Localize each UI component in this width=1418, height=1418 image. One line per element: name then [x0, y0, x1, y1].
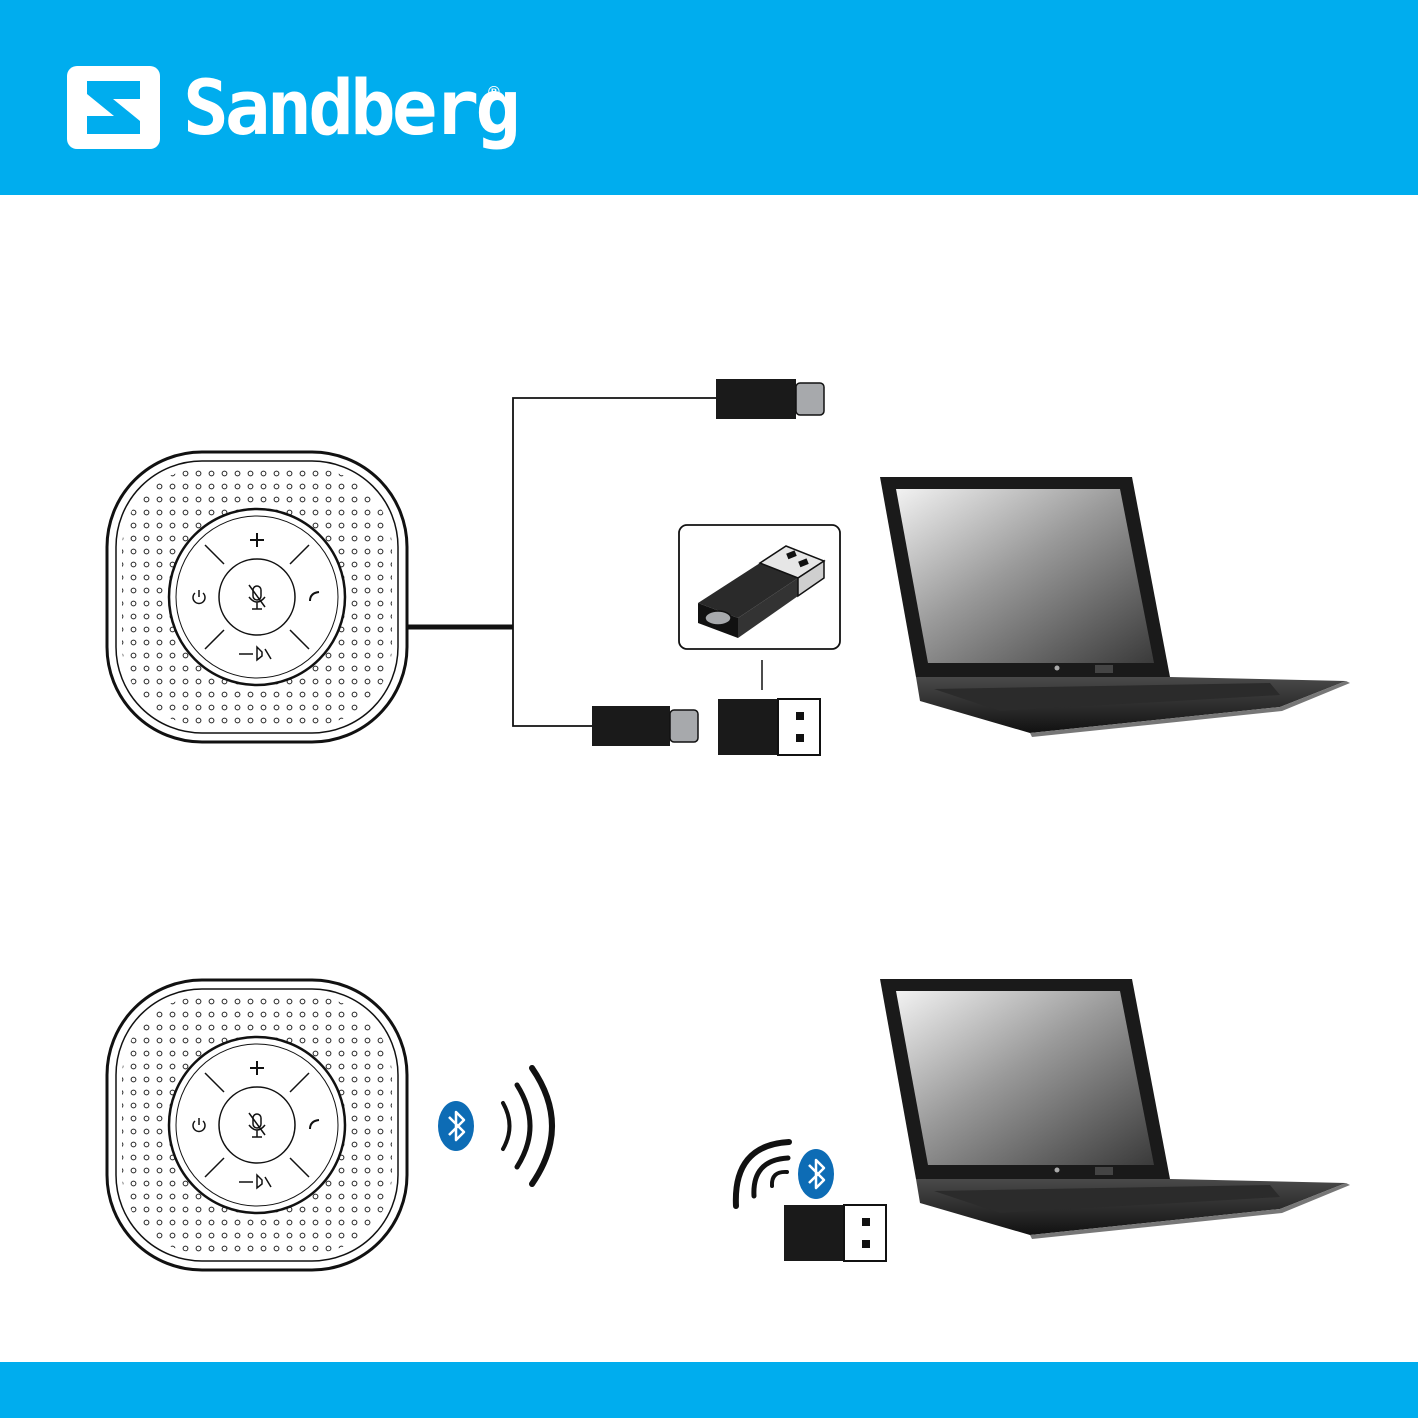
usb-cable	[407, 398, 716, 726]
usb-c-plug-top	[716, 379, 824, 419]
adapter-callout	[679, 525, 840, 690]
wireless-waves-icon	[503, 1068, 552, 1184]
usb-a-plug	[718, 699, 820, 755]
laptop-bottom	[880, 979, 1350, 1239]
usb-bluetooth-dongle	[784, 1205, 886, 1261]
speakerphone-device	[107, 452, 407, 742]
bluetooth-icon	[438, 1101, 474, 1151]
usb-c-plug-bottom	[592, 706, 698, 746]
speakerphone-device-bluetooth	[107, 980, 407, 1270]
bluetooth-icon-dongle	[798, 1149, 834, 1199]
footer-bar	[0, 1362, 1418, 1418]
wireless-waves-dongle-icon	[736, 1142, 789, 1206]
laptop-top	[880, 477, 1350, 737]
